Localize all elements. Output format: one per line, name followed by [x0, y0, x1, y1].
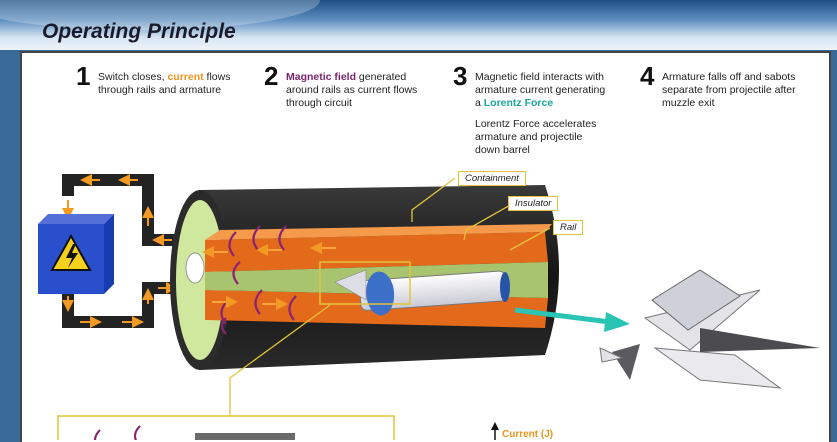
- step-3-line2: armature current generating: [475, 84, 606, 96]
- step-3-extra1: Lorentz Force accelerates: [475, 118, 597, 130]
- legend-current-label: Current (J): [502, 429, 554, 440]
- step-3-highlight: Lorentz Force: [483, 97, 554, 109]
- armature-highlight-box: [319, 261, 411, 305]
- step-1-text-pre: Switch closes,: [98, 71, 168, 83]
- sabot-fragments: [599, 269, 820, 389]
- callout-containment: Containment: [458, 171, 526, 186]
- step-4-line3: muzzle exit: [662, 97, 715, 109]
- lorentz-force-arrow: [514, 307, 630, 332]
- high-voltage-icon: [50, 233, 92, 271]
- step-4-line2: separate from projectile after: [662, 84, 796, 96]
- step-1-text-post: flows: [203, 71, 231, 83]
- step-1-number: 1: [76, 61, 91, 91]
- callout-rail: Rail: [553, 220, 584, 235]
- inset-preview: [57, 415, 499, 440]
- header-background: [0, 0, 837, 50]
- step-2-line2: around rails as current flows: [286, 84, 418, 96]
- callout-insulator: Insulator: [508, 196, 559, 211]
- page-title: Operating Principle: [42, 20, 236, 43]
- step-2-number: 2: [264, 61, 279, 91]
- step-2-highlight: Magnetic field: [286, 71, 357, 83]
- power-source: [38, 214, 114, 294]
- step-3-extra3: down barrel: [475, 144, 530, 156]
- step-3-number: 3: [453, 61, 468, 91]
- step-1-highlight: current: [167, 71, 204, 83]
- step-2-line3: through circuit: [286, 97, 352, 109]
- step-3-pre3: a: [475, 97, 484, 109]
- step-3-extra2: armature and projectile: [475, 131, 583, 143]
- circuit-wires: [62, 174, 180, 328]
- step-3-line1: Magnetic field interacts with: [475, 71, 604, 83]
- step-4-number: 4: [640, 61, 655, 91]
- rail-current-arrows: [202, 242, 336, 310]
- step-4-line1: Armature falls off and sabots: [662, 71, 796, 83]
- step-1-line2: through rails and armature: [98, 84, 222, 96]
- step-2-text-post: generated: [356, 71, 407, 83]
